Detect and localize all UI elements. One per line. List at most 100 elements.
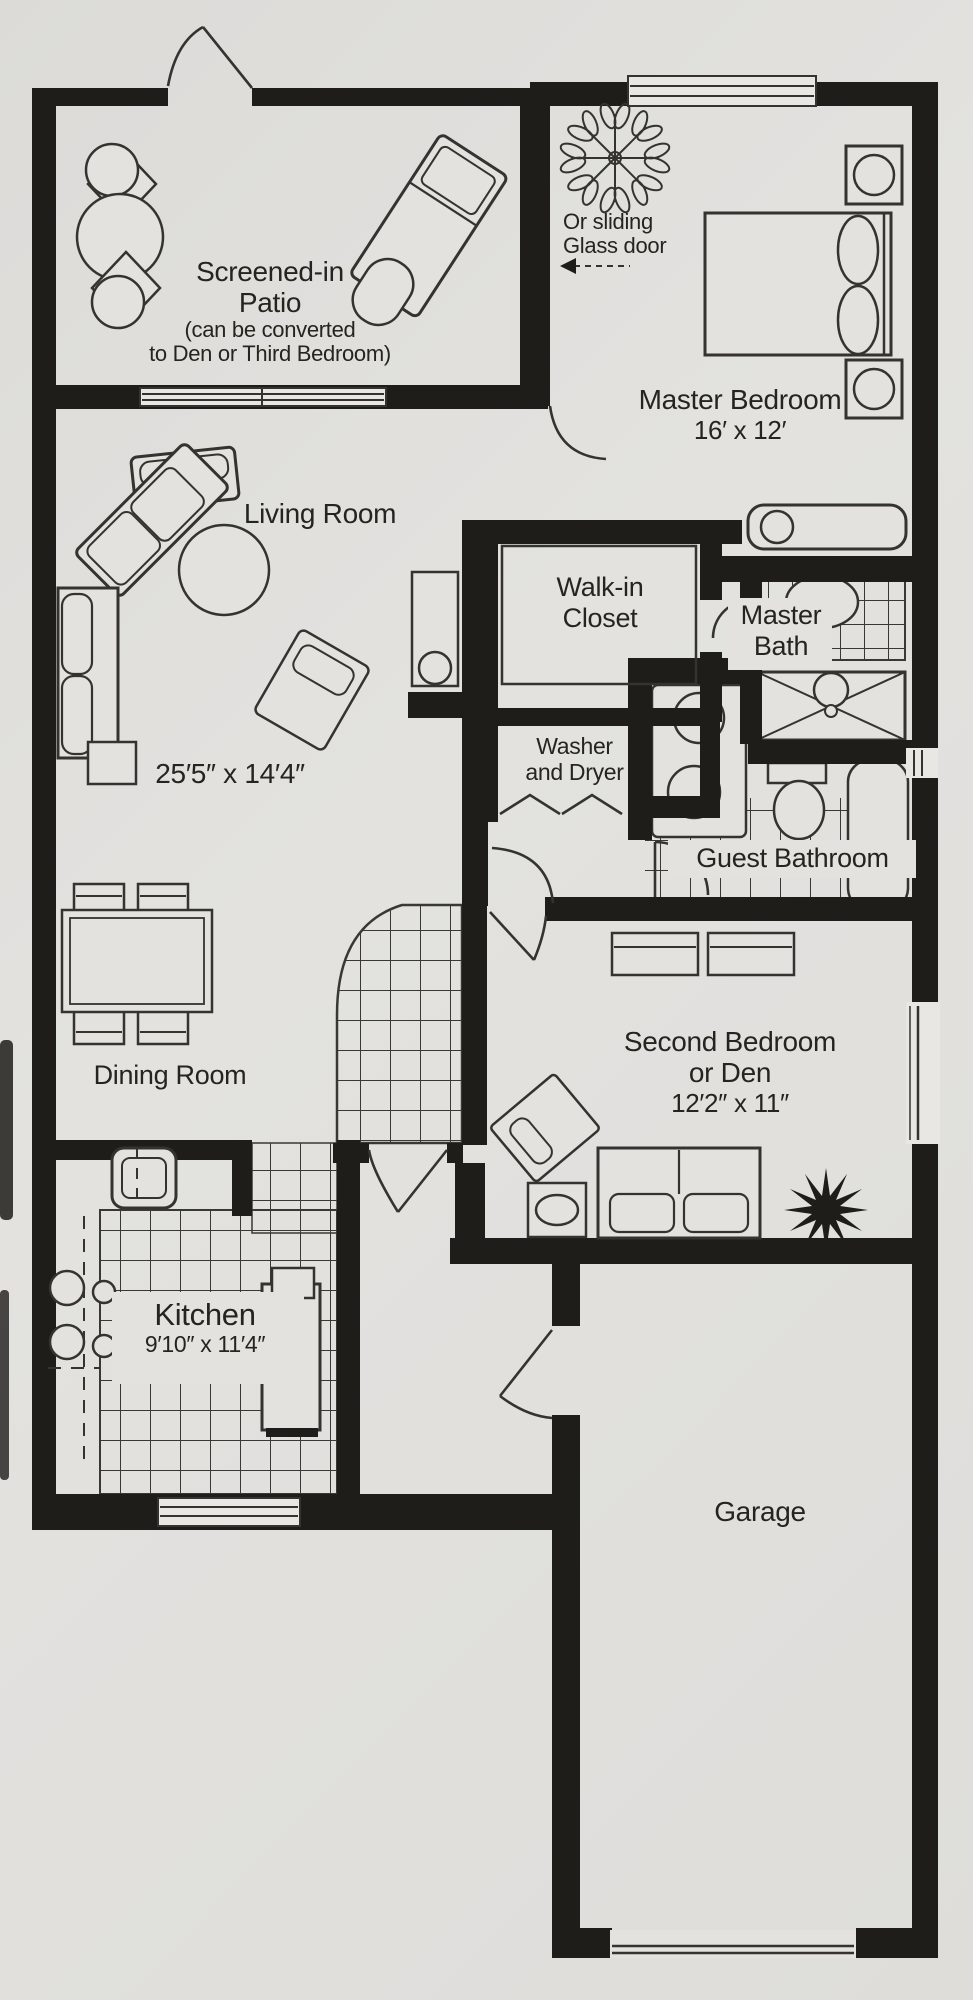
living-room-dimensions: 25′5″ x 14′4″ [155, 758, 305, 789]
kitchen-label: Kitchen 9′10″ x 11′4″ [105, 1298, 305, 1357]
guest-bath-label-patch [668, 840, 916, 878]
entry-foyer-tiles [335, 903, 464, 1145]
wall-bath-left-a [740, 582, 762, 600]
living-room-furniture [56, 443, 460, 786]
patio-note-line2: to Den or Third Bedroom) [149, 341, 391, 366]
living-room-name: Living Room [243, 498, 397, 529]
second-bedroom-label: Second Bedroom or Den 12′2″ x 11″ [555, 1026, 905, 1118]
patio-ottoman [351, 257, 415, 327]
second-bedroom-slider [906, 1002, 940, 1144]
plant-icon [557, 100, 673, 216]
side-table [526, 1181, 588, 1239]
dining-furniture [60, 882, 214, 1046]
wall-bath-bottom [748, 740, 912, 764]
patio-name-line2: Patio [238, 287, 302, 318]
wall-bath-top [722, 556, 912, 582]
second-bedroom-dimensions: 12′2″ x 11″ [671, 1088, 789, 1118]
guest-bathroom-label: Guest Bathroom [665, 843, 920, 874]
wall-closet-top [462, 520, 742, 544]
dining-room-label: Dining Room [50, 1060, 290, 1091]
wall-kitchen-pillar [232, 1140, 252, 1216]
master-bath-label-patch [728, 598, 832, 670]
master-bedroom-furniture [557, 100, 904, 420]
wall-hall-stub [408, 692, 464, 718]
master-bedroom-window [627, 75, 817, 107]
master-bath-label: Master Bath [740, 600, 822, 661]
wall-frontdoor-right [447, 1143, 463, 1163]
master-bedroom-label: Master Bedroom 16′ x 12′ [570, 384, 910, 445]
guest-bath-window [906, 748, 938, 778]
garage-name: Garage [714, 1496, 806, 1527]
stove-burner-1 [48, 1269, 86, 1307]
guest-bathroom-name: Guest Bathroom [696, 843, 889, 873]
label-patches [112, 598, 916, 1384]
kitchen-name: Kitchen [154, 1297, 256, 1332]
washer-dryer-bifold-doors [499, 793, 623, 816]
wall-wd-stub [645, 796, 720, 818]
front-door [367, 1149, 449, 1213]
wall-secondbed-bottom [450, 1238, 915, 1264]
shower-head [812, 671, 850, 709]
garage-label: Garage [630, 1496, 890, 1527]
walls [0, 82, 938, 1958]
patio-furniture [75, 134, 508, 330]
second-bedroom-door [489, 911, 548, 961]
pillow-2 [836, 284, 880, 356]
garage-entry-door [498, 1329, 554, 1420]
tv-cabinet [410, 570, 460, 688]
patio-note-line1: (can be converted [184, 317, 356, 342]
wall-garage-bottom-right [856, 1928, 914, 1958]
shower-drain [824, 704, 838, 718]
loveseat [596, 1146, 762, 1240]
washer-dryer-label: Washer and Dryer [525, 733, 624, 785]
walk-in-closet-label: Walk-in Closet [556, 572, 644, 633]
second-bedroom-furniture [490, 931, 868, 1252]
pillow-1 [836, 214, 880, 286]
lamp-1 [852, 153, 896, 197]
patio-entry-door [166, 25, 254, 89]
dining-room-name: Dining Room [93, 1060, 247, 1090]
potted-plant-icon [784, 1168, 868, 1252]
wall-left-exterior [32, 88, 56, 1530]
wall-master-left [520, 100, 550, 406]
photo-edge-smudge-2 [0, 1290, 9, 1480]
wall-garage-left-b [552, 1415, 580, 1930]
windows [139, 75, 940, 1958]
kitchen-label-patch [112, 1292, 304, 1384]
wall-guestbath-bottom [628, 897, 912, 921]
patio-windows [139, 387, 387, 407]
closet-inner-outline [500, 544, 698, 686]
closet-shelf-1 [610, 931, 700, 977]
bathtub [846, 758, 910, 912]
bedroom-chair [490, 1073, 600, 1183]
sofa-corner-section [75, 443, 229, 597]
wall-closet-left [462, 520, 498, 822]
wall-wd-right [700, 708, 720, 804]
dining-table [60, 908, 214, 1014]
sofa-wall-section [56, 586, 120, 760]
wall-closet-right-a [700, 544, 722, 600]
wall-secondbed-top [545, 897, 635, 921]
end-table [86, 740, 138, 786]
master-bedroom-name: Master Bedroom [638, 384, 842, 415]
wall-bottom-exterior [32, 1494, 580, 1530]
living-room-dimensions-label: 25′5″ x 14′4″ [95, 758, 365, 789]
patio-label: Screened-in Patio (can be converted to D… [80, 256, 460, 366]
photo-edge-smudge-1 [0, 1040, 13, 1220]
sliding-door-note: Or sliding Glass door [563, 209, 667, 258]
bench-lamp [759, 509, 795, 545]
sliding-door-arrow [560, 258, 630, 274]
master-bedroom-door [548, 405, 607, 461]
patio-name-line1: Screened-in [196, 256, 344, 287]
wall-foyer-right [462, 905, 487, 1145]
armchair [254, 629, 370, 751]
living-room-label: Living Room [195, 498, 445, 529]
wall-garage-left-a [552, 1264, 580, 1326]
garage-door [610, 1930, 856, 1958]
toilet-bowl [772, 779, 826, 841]
master-bedroom-dimensions: 16′ x 12′ [693, 415, 787, 445]
wall-top-patio-left [32, 88, 168, 106]
wall-garage-bottom-left [552, 1928, 612, 1958]
